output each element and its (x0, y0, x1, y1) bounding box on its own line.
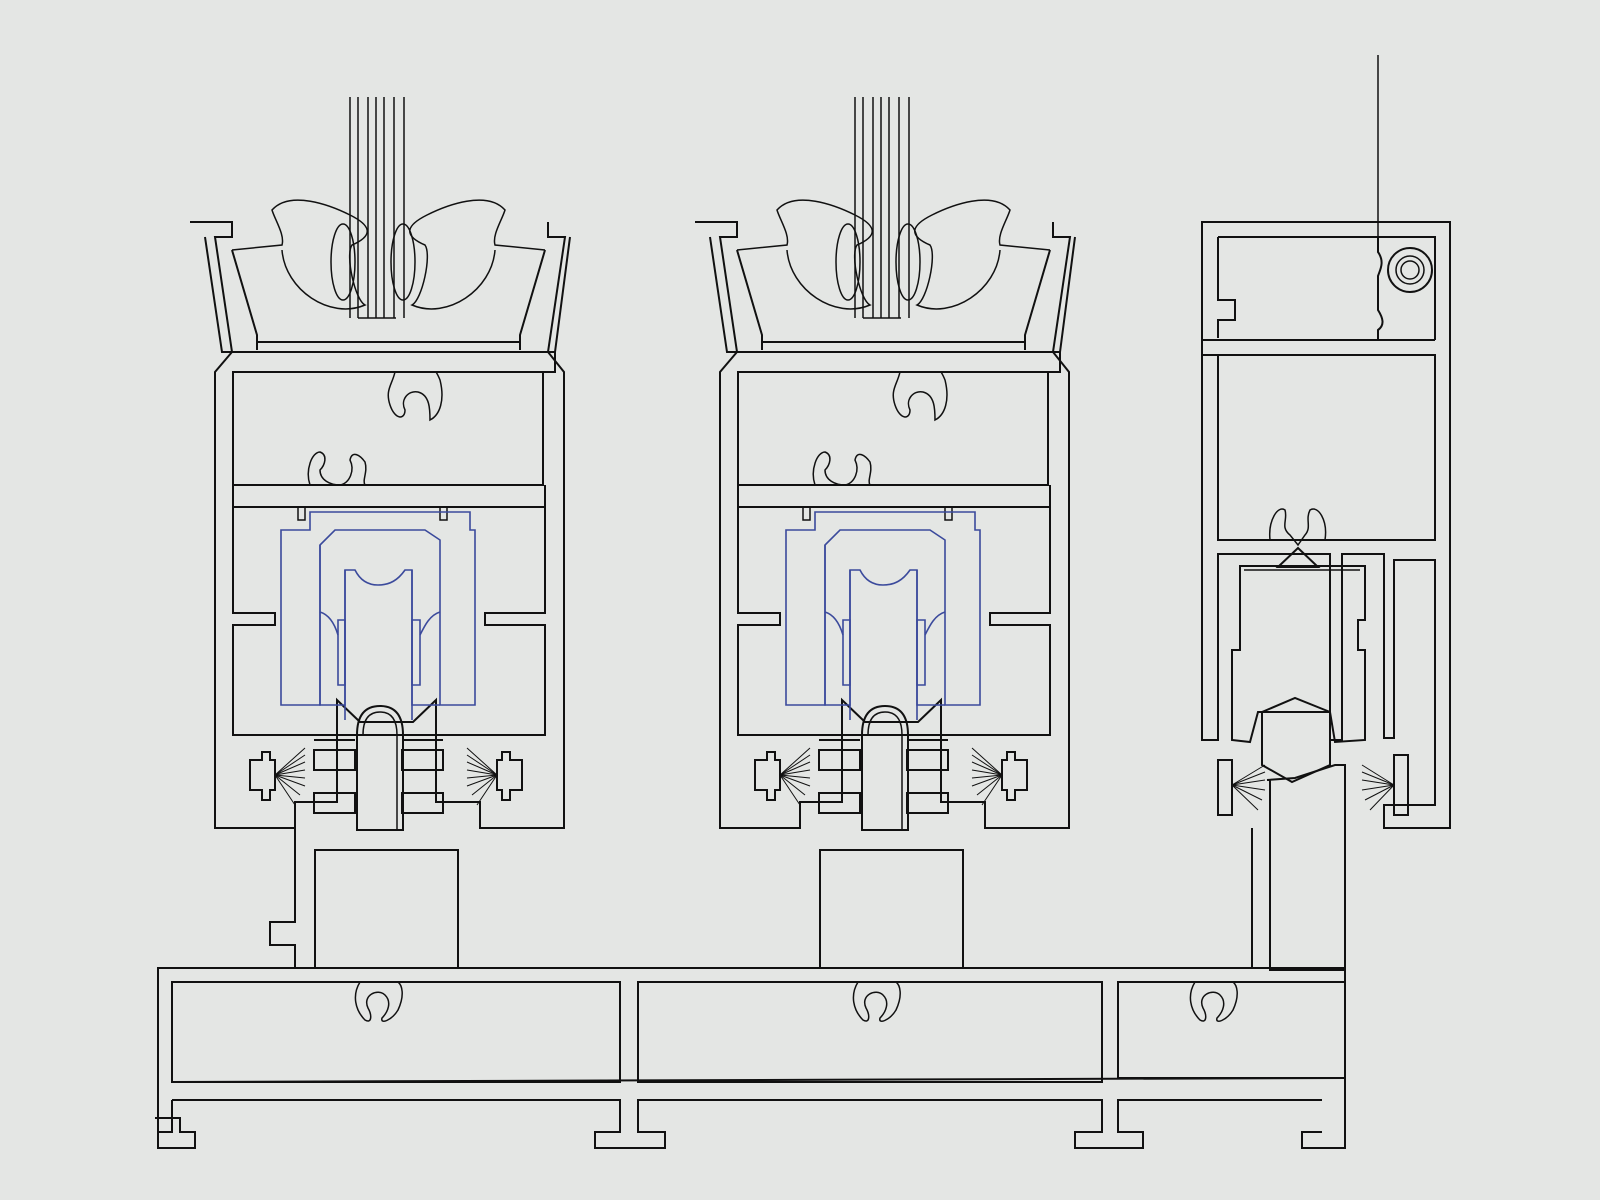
track-frame (155, 828, 1346, 1149)
sash-left-profile (189, 96, 571, 831)
sash-left (189, 96, 571, 831)
fixed-panel (1201, 55, 1451, 971)
sash-middle-profile (694, 96, 1076, 831)
sash-middle (694, 96, 1076, 831)
